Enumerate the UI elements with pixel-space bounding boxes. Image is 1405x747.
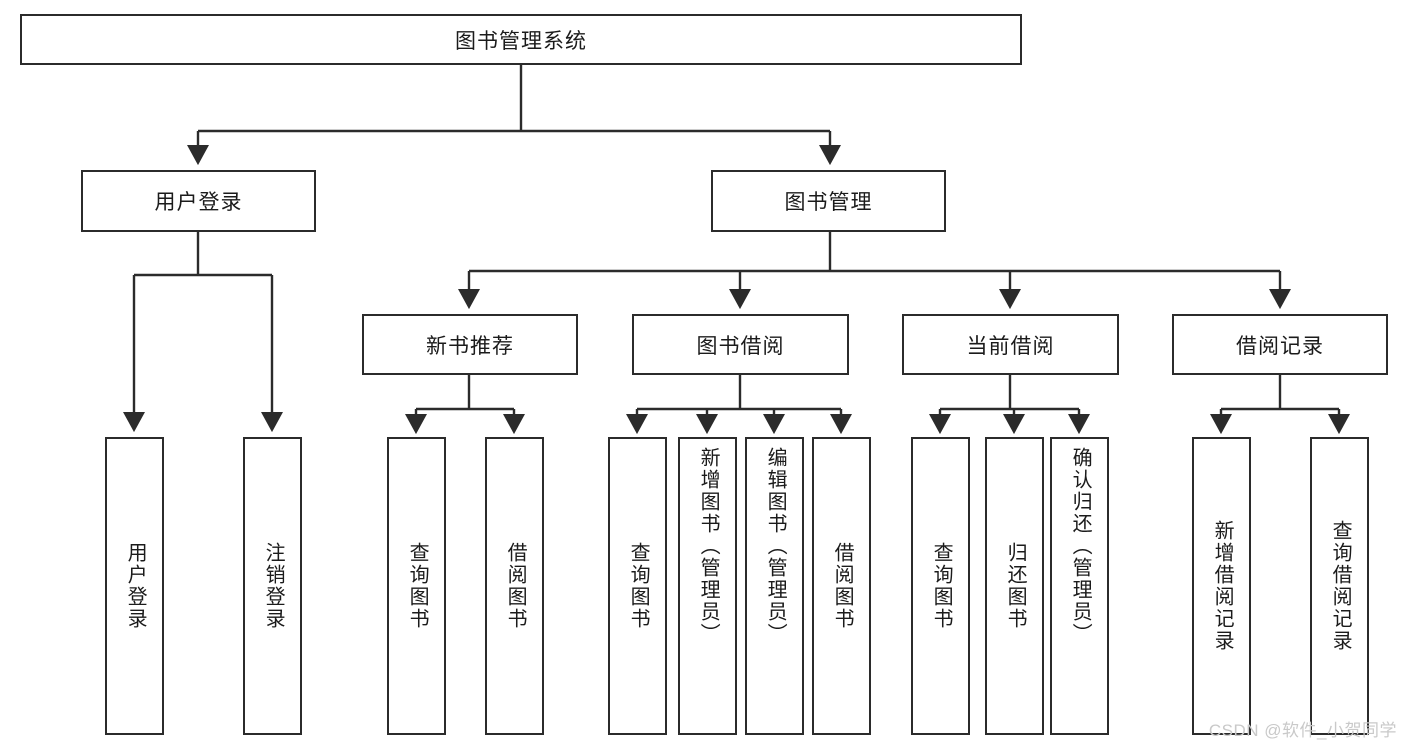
node-leaf-borrow-book-brw[interactable]: 借阅图书 [812,437,871,735]
node-book-borrow[interactable]: 图书借阅 [632,314,849,375]
node-new-book-rec-label: 新书推荐 [426,334,514,358]
node-leaf-user-logout[interactable]: 注销登录 [243,437,302,735]
node-book-borrow-label: 图书借阅 [696,334,785,358]
node-leaf-edit-book-label: 编辑图书（管理员） [764,447,787,645]
watermark: CSDN @软件_小贺同学 [1208,721,1397,740]
node-leaf-add-record-label: 新增借阅记录 [1211,520,1234,652]
node-leaf-user-logout-label: 注销登录 [262,542,285,630]
node-borrow-record-label: 借阅记录 [1236,334,1324,358]
node-leaf-borrow-book-rec[interactable]: 借阅图书 [485,437,544,735]
node-borrow-record[interactable]: 借阅记录 [1172,314,1388,375]
node-leaf-return-book[interactable]: 归还图书 [985,437,1044,735]
node-new-book-rec[interactable]: 新书推荐 [362,314,578,375]
node-current-borrow-label: 当前借阅 [966,334,1055,358]
node-leaf-borrow-book-brw-label: 借阅图书 [831,542,854,630]
node-leaf-add-record[interactable]: 新增借阅记录 [1192,437,1251,735]
node-leaf-return-book-label: 归还图书 [1004,542,1027,630]
node-leaf-confirm-return-label: 确认归还（管理员） [1069,447,1092,645]
node-root-label: 图书管理系统 [455,29,587,53]
node-leaf-query-book-rec[interactable]: 查询图书 [387,437,446,735]
node-leaf-borrow-book-rec-label: 借阅图书 [504,542,527,630]
node-leaf-add-book-label: 新增图书（管理员） [697,447,720,645]
node-leaf-add-book[interactable]: 新增图书（管理员） [678,437,737,735]
node-leaf-query-book-cur[interactable]: 查询图书 [911,437,970,735]
node-leaf-user-login-label: 用户登录 [124,542,147,630]
node-leaf-user-login[interactable]: 用户登录 [105,437,164,735]
node-leaf-confirm-return[interactable]: 确认归还（管理员） [1050,437,1109,735]
node-book-manage-label: 图书管理 [784,191,873,214]
node-book-manage[interactable]: 图书管理 [711,170,946,232]
node-leaf-edit-book[interactable]: 编辑图书（管理员） [745,437,804,735]
node-leaf-query-record[interactable]: 查询借阅记录 [1310,437,1369,735]
node-leaf-query-book-brw[interactable]: 查询图书 [608,437,667,735]
node-leaf-query-book-rec-label: 查询图书 [406,542,429,630]
node-current-borrow[interactable]: 当前借阅 [902,314,1119,375]
node-user-login[interactable]: 用户登录 [81,170,316,232]
node-leaf-query-book-brw-label: 查询图书 [627,542,650,630]
node-leaf-query-record-label: 查询借阅记录 [1329,520,1352,652]
node-root[interactable]: 图书管理系统 [20,14,1022,65]
node-leaf-query-book-cur-label: 查询图书 [930,542,953,630]
node-user-login-label: 用户登录 [154,191,243,214]
